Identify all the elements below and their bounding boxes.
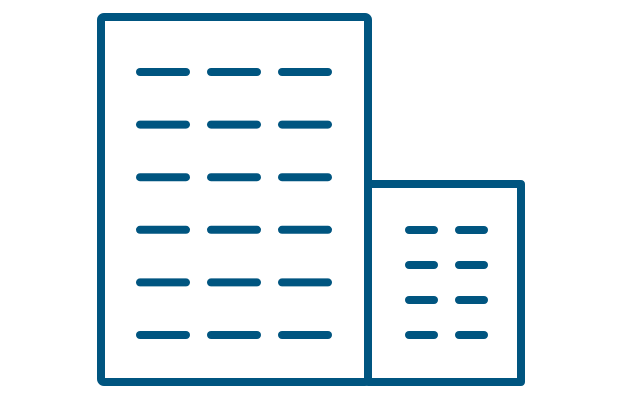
short-building-windows xyxy=(405,226,488,339)
short-building-outline xyxy=(364,180,525,386)
tall-building xyxy=(97,13,372,386)
tall-building-outline xyxy=(97,13,372,386)
short-building xyxy=(364,180,525,386)
tall-building-windows xyxy=(136,68,332,339)
